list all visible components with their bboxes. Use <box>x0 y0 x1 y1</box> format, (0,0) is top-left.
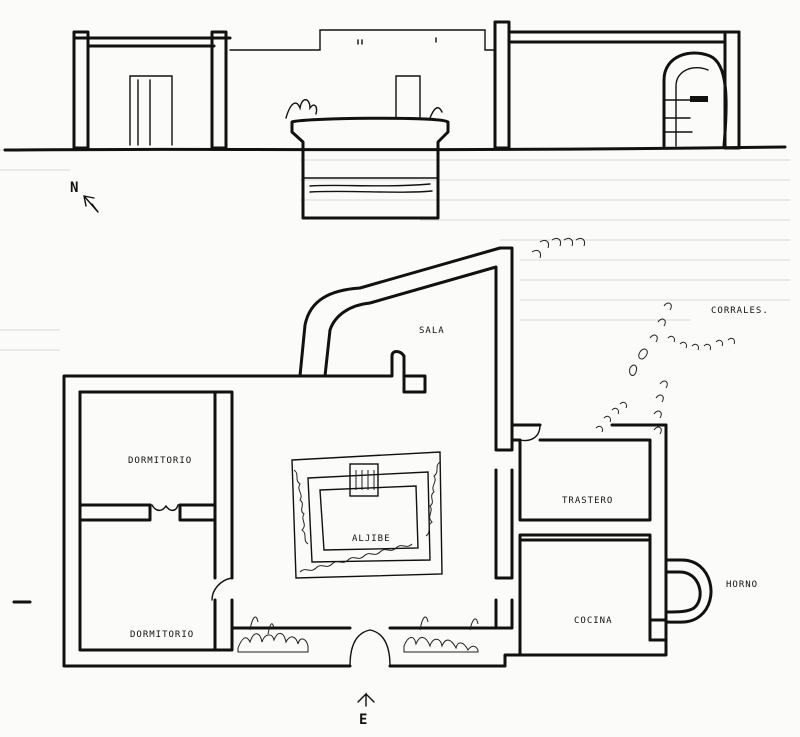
room-sala <box>298 246 514 427</box>
aljibe-vegetation <box>293 461 441 573</box>
section-roof-left <box>72 36 232 48</box>
label-corrales: CORRALES. <box>711 306 769 316</box>
section-cistern <box>290 116 450 220</box>
entrance-door-swing <box>349 629 391 667</box>
section-door-left <box>129 75 173 146</box>
label-horno: HORNO <box>726 580 759 590</box>
wall-cocina-bottom <box>518 618 668 657</box>
ground-line <box>3 145 787 152</box>
aljibe-courtyard <box>291 451 443 579</box>
entrance-arrow <box>357 692 375 707</box>
room-cocina-outline <box>518 533 652 642</box>
section-wall-left <box>72 30 90 150</box>
wall-courtyard-right <box>494 423 514 630</box>
label-sala: SALA <box>419 326 445 336</box>
aljibe-inner <box>307 471 431 563</box>
cross-section <box>3 20 787 220</box>
roof-vents <box>357 37 437 45</box>
dormitorio-passage-mark <box>151 504 179 512</box>
label-dormitorio-bottom: DORMITORIO <box>130 630 195 640</box>
aljibe-outer <box>291 451 443 579</box>
front-garden <box>237 616 479 653</box>
section-wall-mid-right <box>493 20 511 150</box>
door-swings <box>211 424 541 601</box>
inner-wall-left <box>78 390 217 652</box>
section-oven-opening <box>690 96 708 102</box>
section-door-center <box>395 75 421 119</box>
plan <box>62 246 713 668</box>
label-dormitorio-top: DORMITORIO <box>128 456 193 466</box>
label-aljibe: ALJIBE <box>352 534 391 544</box>
aljibe-well <box>349 463 379 497</box>
label-cocina: COCINA <box>574 616 613 626</box>
section-oven-detail <box>663 67 709 147</box>
wall-courtyard-left <box>213 390 234 652</box>
room-divider-dormitorios <box>78 503 217 522</box>
outer-wall-left <box>62 350 522 668</box>
section-central-roof <box>229 29 496 51</box>
corrales-stones <box>531 237 735 435</box>
wall-front-inner <box>213 626 498 652</box>
label-trastero: TRASTERO <box>562 496 614 506</box>
section-oven <box>662 51 728 148</box>
section-wall-right <box>723 30 741 150</box>
label-entrance: E <box>359 712 368 728</box>
section-wall-mid-left <box>210 30 228 150</box>
section-roof-right <box>507 30 741 44</box>
aljibe-well-grate <box>355 470 375 490</box>
horno-oven <box>664 558 713 624</box>
room-trastero-outline <box>510 423 668 622</box>
room-dormitorio-top <box>78 390 217 507</box>
north-arrow <box>83 195 99 213</box>
section-water-line <box>303 177 438 193</box>
label-north: N <box>70 180 79 196</box>
bleed-through-text <box>0 149 790 351</box>
section-shrubs <box>285 99 443 119</box>
